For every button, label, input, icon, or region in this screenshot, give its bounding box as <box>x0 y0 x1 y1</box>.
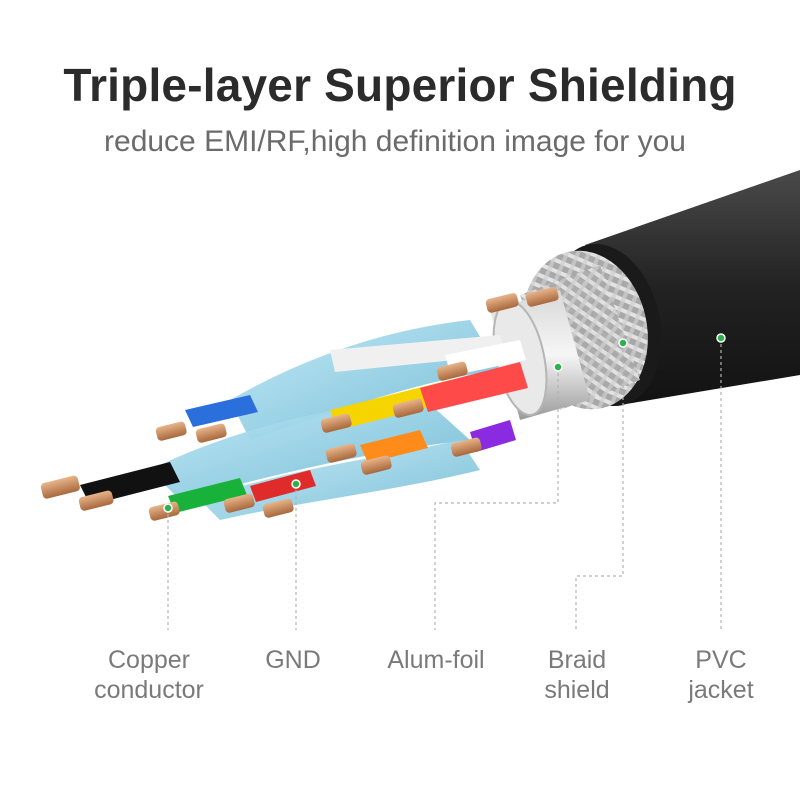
page-title: Triple-layer Superior Shielding <box>63 59 737 111</box>
page-subtitle: reduce EMI/RF,high definition image for … <box>104 125 686 158</box>
label-foil-line1: Alum-foil <box>387 646 485 674</box>
label-gnd-line1: GND <box>265 646 321 674</box>
label-copper-conductor: Copper conductor <box>88 645 210 705</box>
callout-markers <box>163 333 726 513</box>
callout-lines <box>167 338 722 630</box>
label-copper-line1: Copper <box>108 646 190 674</box>
label-braid-line1: Braid <box>547 646 607 674</box>
label-braid-shield: Braid shield <box>532 645 622 705</box>
label-alum-foil: Alum-foil <box>376 645 496 675</box>
label-pvc-line2: jacket <box>688 676 754 704</box>
label-pvc-line1: PVC <box>695 646 747 674</box>
label-braid-line2: shield <box>544 676 610 704</box>
label-pvc-jacket: PVC jacket <box>676 645 766 705</box>
label-gnd: GND <box>248 645 338 675</box>
label-copper-line2: conductor <box>94 676 204 704</box>
